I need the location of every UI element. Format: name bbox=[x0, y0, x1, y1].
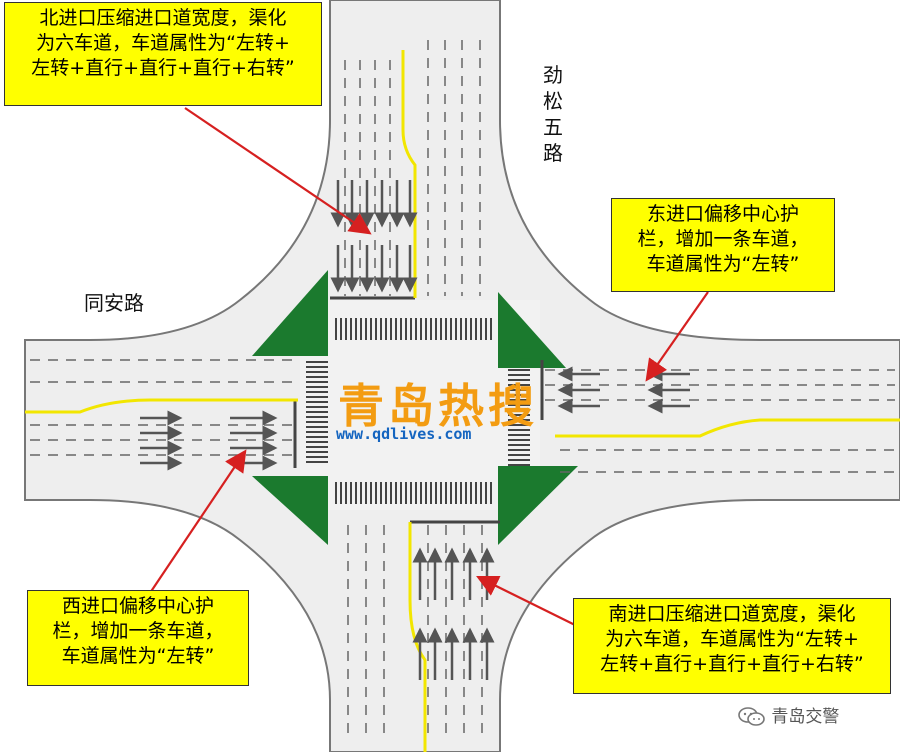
callout-east-line-3: 车道属性为“左转” bbox=[646, 253, 800, 275]
callout-west: 西进口偏移中心护 栏，增加一条车道， 车道属性为“左转” bbox=[27, 590, 249, 686]
callout-north-line-3: 左转+直行+直行+直行+右转” bbox=[31, 57, 295, 79]
road-name-north-char-3: 五 bbox=[543, 115, 563, 139]
brand-url: www.qdlives.com bbox=[336, 425, 472, 443]
account-watermark: 青岛交警 bbox=[738, 702, 839, 728]
east-pointer bbox=[645, 291, 709, 382]
road-name-north-char-4: 路 bbox=[543, 141, 563, 165]
callout-west-line-2: 栏，增加一条车道， bbox=[52, 620, 224, 642]
wechat-icon bbox=[738, 706, 766, 728]
callout-north: 北进口压缩进口道宽度，渠化 为六车道，车道属性为“左转+ 左转+直行+直行+直行… bbox=[4, 2, 322, 106]
callout-north-line-2: 为六车道，车道属性为“左转+ bbox=[36, 32, 290, 54]
road-name-north-char-2: 松 bbox=[543, 89, 563, 113]
account-name: 青岛交警 bbox=[771, 707, 840, 727]
south-pointer bbox=[476, 575, 576, 626]
callout-east: 东进口偏移中心护 栏，增加一条车道， 车道属性为“左转” bbox=[611, 198, 835, 292]
lane-dividers bbox=[30, 40, 895, 740]
stop-lines bbox=[293, 296, 544, 524]
west-pointer bbox=[147, 449, 247, 597]
road-name-north: 劲 松 五 路 bbox=[541, 62, 565, 166]
callout-south: 南进口压缩进口道宽度，渠化 为六车道，车道属性为“左转+ 左转+直行+直行+直行… bbox=[573, 598, 891, 694]
crosswalks bbox=[306, 318, 530, 504]
callout-north-line-1: 北进口压缩进口道宽度，渠化 bbox=[39, 7, 287, 29]
road-name-west: 同安路 bbox=[84, 291, 144, 315]
brand-watermark: 青岛热搜 bbox=[338, 379, 538, 433]
callout-east-line-2: 栏，增加一条车道， bbox=[637, 228, 809, 250]
callout-south-line-1: 南进口压缩进口道宽度，渠化 bbox=[608, 603, 856, 625]
callout-east-line-1: 东进口偏移中心护 bbox=[646, 203, 799, 225]
callout-west-line-1: 西进口偏移中心护 bbox=[61, 595, 214, 617]
callout-south-line-3: 左转+直行+直行+直行+右转” bbox=[600, 653, 864, 675]
callout-pointers bbox=[147, 107, 709, 626]
traffic-islands bbox=[252, 270, 578, 545]
road-name-north-char-1: 劲 bbox=[543, 63, 563, 87]
callout-south-line-2: 为六车道，车道属性为“左转+ bbox=[605, 628, 859, 650]
callout-west-line-3: 车道属性为“左转” bbox=[61, 645, 215, 667]
north-pointer bbox=[184, 107, 372, 235]
lane-arrows bbox=[140, 180, 690, 680]
